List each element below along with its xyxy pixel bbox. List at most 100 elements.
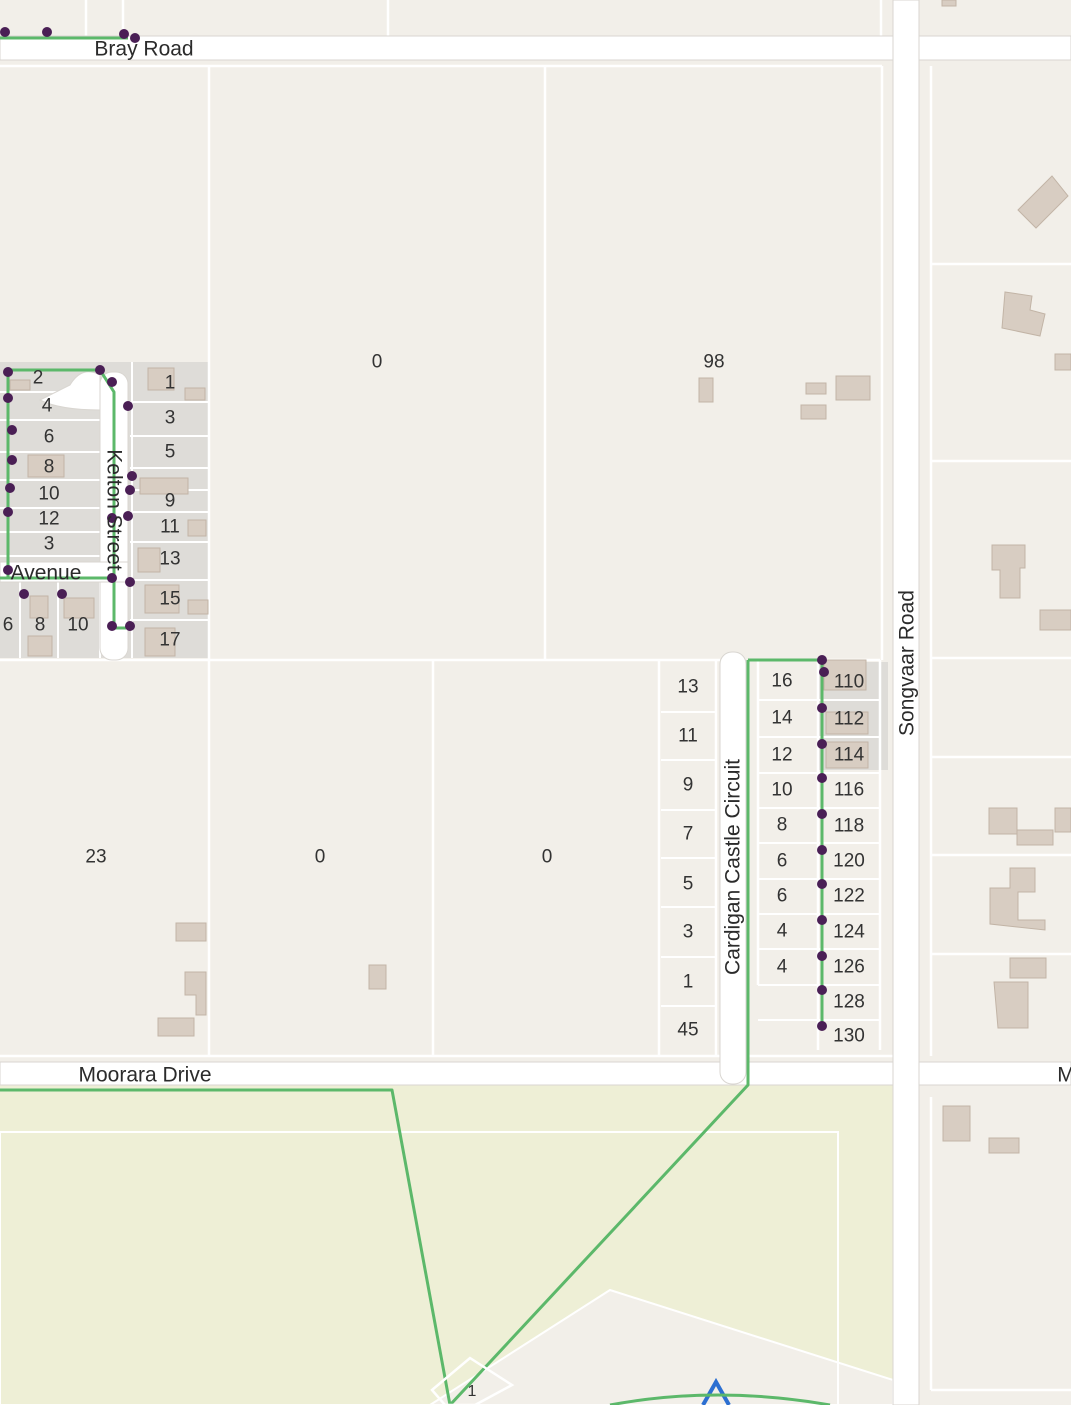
lot-label: 12	[38, 508, 60, 530]
cardigan-circuit-surface	[719, 651, 747, 1085]
purple-dot-icon[interactable]	[19, 589, 29, 599]
lot-label: 14	[771, 707, 793, 729]
purple-dot-icon[interactable]	[57, 589, 67, 599]
park-oval-edge	[609, 1393, 831, 1405]
purple-dot-icon[interactable]	[817, 703, 827, 713]
lot-label: 11	[678, 725, 698, 747]
lot-label: 126	[833, 956, 865, 978]
lot-label: 3	[164, 407, 176, 429]
purple-dot-icon[interactable]	[819, 667, 829, 677]
lot-label: 114	[833, 744, 865, 766]
block-north-strip	[0, 0, 893, 36]
lot-label: 1	[682, 971, 694, 993]
lot-label: 15	[159, 588, 181, 610]
purple-dot-icon[interactable]	[95, 365, 105, 375]
lot-label: 8	[43, 456, 55, 478]
moorara-drive-surface	[0, 1061, 1071, 1086]
purple-dot-icon[interactable]	[817, 879, 827, 889]
purple-dot-icon[interactable]	[817, 985, 827, 995]
purple-dot-icon[interactable]	[817, 809, 827, 819]
lot-label: 0	[541, 846, 553, 868]
block-southeast	[919, 1085, 1071, 1405]
lot-label: 4	[776, 956, 788, 978]
lot-label: 124	[833, 921, 865, 943]
lot-label: 5	[164, 441, 176, 463]
park-lot-outline	[430, 1356, 515, 1405]
purple-dot-icon[interactable]	[3, 507, 13, 517]
lot-label: 10	[771, 779, 793, 801]
blue-triangle-icon[interactable]	[701, 1377, 731, 1405]
purple-dot-icon[interactable]	[0, 27, 10, 37]
purple-dot-icon[interactable]	[127, 471, 137, 481]
lot-label: 2	[32, 367, 44, 389]
lot-label: 45	[677, 1019, 699, 1041]
purple-dot-icon[interactable]	[107, 573, 117, 583]
purple-dot-icon[interactable]	[817, 739, 827, 749]
purple-dot-icon[interactable]	[817, 773, 827, 783]
lot-label: 122	[833, 885, 865, 907]
lot-label: 10	[67, 614, 89, 636]
songvaar-road-surface	[892, 0, 920, 1405]
lot-label: 130	[833, 1025, 865, 1047]
park-boundary	[0, 1131, 839, 1405]
lot-label: 112	[833, 708, 865, 730]
purple-dot-icon[interactable]	[817, 655, 827, 665]
lot-label: 9	[682, 774, 694, 796]
purple-dot-icon[interactable]	[817, 1021, 827, 1031]
lot-label: 3	[43, 533, 55, 555]
lot-label: 6	[2, 614, 14, 636]
purple-dot-icon[interactable]	[3, 565, 13, 575]
lot-label: 13	[159, 548, 181, 570]
lot-label: 0	[314, 846, 326, 868]
avenue-label: Avenue	[10, 561, 82, 585]
lot-label: 4	[41, 395, 53, 417]
purple-dot-icon[interactable]	[7, 425, 17, 435]
lot-label: 17	[159, 629, 181, 651]
lot-label: 110	[833, 671, 865, 693]
lot-label: 10	[38, 483, 60, 505]
songvaar-road-label: Songvaar Road	[895, 590, 919, 736]
lot-label: 8	[776, 814, 788, 836]
moorara-drive-label: Moorara Drive	[78, 1063, 212, 1087]
purple-dot-icon[interactable]	[130, 33, 140, 43]
lot-label: 13	[677, 676, 699, 698]
purple-dot-icon[interactable]	[123, 511, 133, 521]
lot-label: 23	[85, 846, 107, 868]
bray-road-label: Bray Road	[94, 37, 194, 61]
purple-dot-icon[interactable]	[107, 621, 117, 631]
lot-label: 3	[682, 921, 694, 943]
kelton-cul-de-sac	[38, 371, 101, 411]
purple-dot-icon[interactable]	[3, 393, 13, 403]
purple-dot-icon[interactable]	[125, 621, 135, 631]
lot-label: 1	[164, 372, 176, 394]
purple-dot-icon[interactable]	[107, 513, 117, 523]
kelton-street-label: Kelton Street	[102, 449, 126, 571]
purple-dot-icon[interactable]	[125, 485, 135, 495]
purple-dot-icon[interactable]	[3, 367, 13, 377]
purple-dot-icon[interactable]	[123, 401, 133, 411]
lot-label: 116	[833, 779, 865, 801]
purple-dot-icon[interactable]	[817, 915, 827, 925]
purple-dot-icon[interactable]	[817, 951, 827, 961]
moorara-edge-label: M	[1057, 1063, 1071, 1087]
lot-label: 118	[833, 815, 865, 837]
lot-label: 6	[776, 850, 788, 872]
lot-label: 4	[776, 920, 788, 942]
purple-dot-icon[interactable]	[107, 377, 117, 387]
buildings	[9, 0, 1071, 1154]
lot-label: 120	[833, 850, 865, 872]
purple-dot-icon[interactable]	[42, 27, 52, 37]
purple-dot-icon[interactable]	[7, 455, 17, 465]
lot-label: 7	[682, 823, 694, 845]
lot-label: 8	[34, 614, 46, 636]
purple-dot-icon[interactable]	[5, 483, 15, 493]
lot-label: 9	[164, 490, 176, 512]
lot-label: 6	[43, 426, 55, 448]
purple-dot-icon[interactable]	[119, 29, 129, 39]
lot-label: 12	[771, 744, 793, 766]
purple-dot-icon[interactable]	[817, 845, 827, 855]
lot-label: 11	[160, 516, 180, 538]
purple-dot-icon[interactable]	[125, 577, 135, 587]
